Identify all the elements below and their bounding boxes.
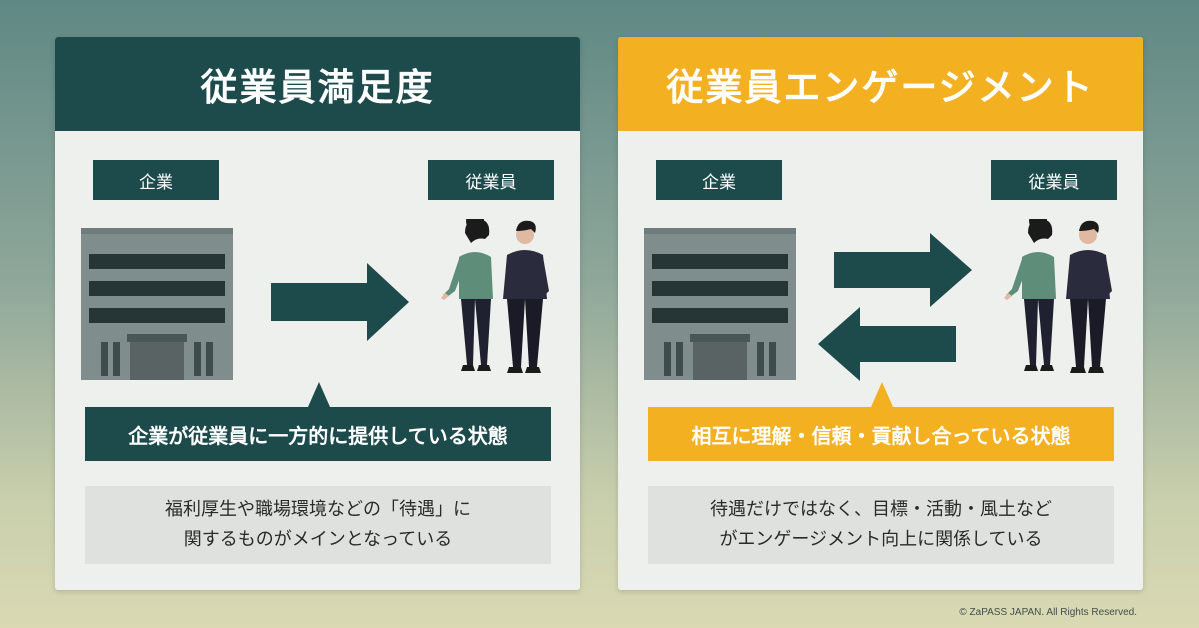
- description-box: 待遇だけではなく、目標・活動・風土など がエンゲージメント向上に関係している: [648, 486, 1114, 564]
- description-line-1: 福利厚生や職場環境などの「待遇」に: [165, 499, 471, 520]
- status-banner: 相互に理解・信頼・貢献し合っている状態: [648, 407, 1114, 461]
- arrow-left-icon: [818, 307, 956, 381]
- description-line-2: 関するものがメインとなっている: [183, 529, 453, 550]
- employee-label: 従業員: [991, 160, 1117, 200]
- employee-label: 従業員: [428, 160, 554, 200]
- engagement-panel: 従業員エンゲージメント 企業 従業員: [618, 37, 1143, 590]
- building-icon: [644, 228, 796, 380]
- people-icon: [1004, 219, 1112, 373]
- panel-title: 従業員満足度: [55, 37, 580, 131]
- people-icon: [441, 219, 549, 373]
- arrow-right-icon: [271, 263, 409, 341]
- satisfaction-panel: 従業員満足度 企業 従業員: [55, 37, 580, 590]
- building-icon: [81, 228, 233, 380]
- panel-title: 従業員エンゲージメント: [618, 37, 1143, 131]
- status-banner: 企業が従業員に一方的に提供している状態: [85, 407, 551, 461]
- description-line-2: がエンゲージメント向上に関係している: [719, 529, 1043, 550]
- description-line-1: 待遇だけではなく、目標・活動・風土など: [710, 499, 1052, 520]
- arrow-right-icon: [834, 233, 972, 307]
- status-pointer: [871, 382, 893, 407]
- status-pointer: [308, 382, 330, 407]
- company-label: 企業: [656, 160, 782, 200]
- description-box: 福利厚生や職場環境などの「待遇」に 関するものがメインとなっている: [85, 486, 551, 564]
- copyright-text: © ZaPASS JAPAN. All Rights Reserved.: [959, 607, 1137, 618]
- company-label: 企業: [93, 160, 219, 200]
